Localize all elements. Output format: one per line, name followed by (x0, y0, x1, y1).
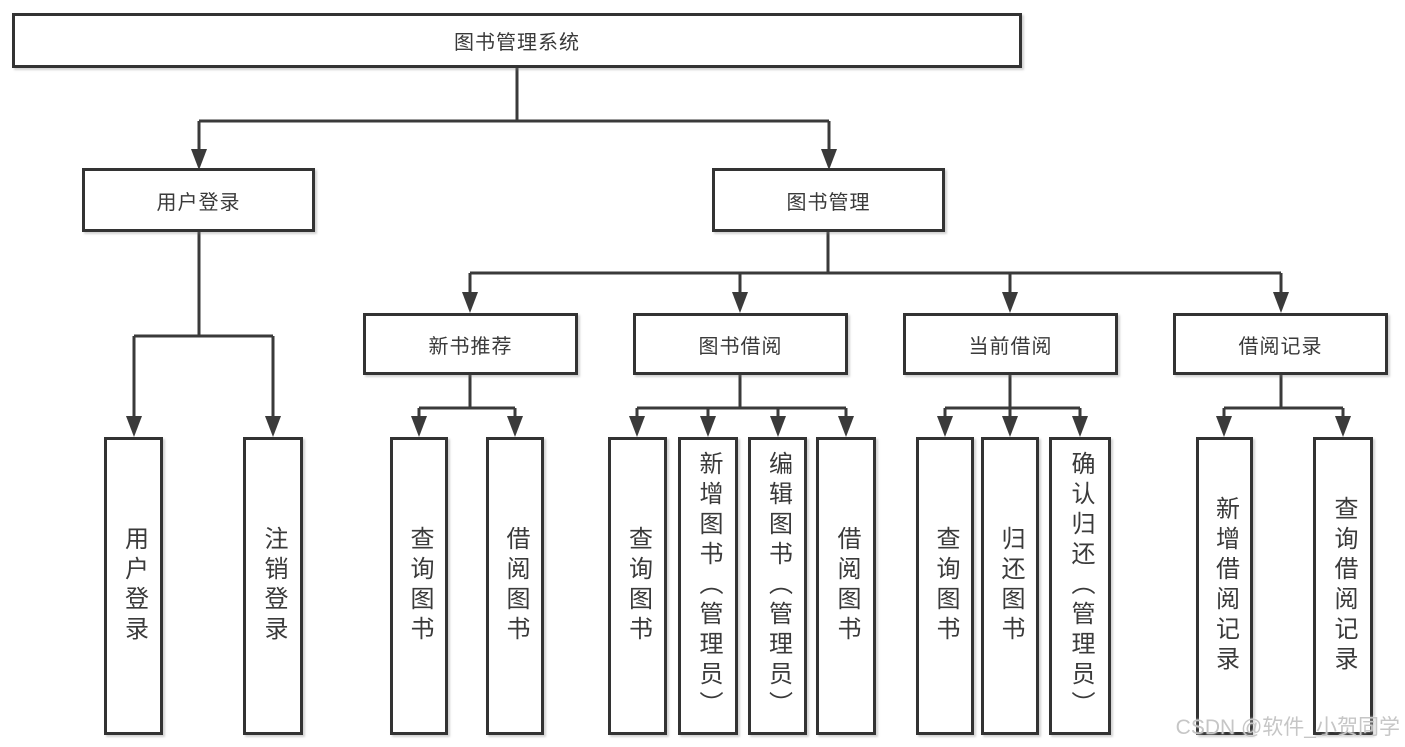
node-label: 图书管理 (786, 191, 871, 214)
leaf-query-books-2: 查询图书 (608, 437, 667, 735)
arrowhead-icon (1335, 416, 1351, 437)
node-book-borrowing: 图书借阅 (633, 313, 848, 375)
arrowhead-icon (507, 416, 523, 437)
arrowhead-icon (700, 416, 716, 437)
arrowhead-icon (1273, 292, 1289, 313)
arrowhead-icon (1072, 416, 1088, 437)
leaf-label: 查询借阅记录 (1330, 496, 1357, 676)
leaf-user-login: 用户登录 (104, 437, 163, 735)
arrowhead-icon (838, 416, 854, 437)
node-label: 借阅记录 (1238, 335, 1323, 358)
leaf-label: 查询图书 (932, 526, 959, 646)
arrowhead-group (126, 149, 1351, 437)
arrowhead-icon (770, 416, 786, 437)
arrowhead-icon (732, 292, 748, 313)
leaf-edit-book-admin: 编辑图书（管理员） (748, 437, 807, 735)
node-label: 图书借阅 (698, 335, 783, 358)
node-label: 用户登录 (156, 191, 241, 214)
arrowhead-icon (1002, 292, 1018, 313)
leaf-query-books-3: 查询图书 (916, 437, 974, 735)
node-new-book-recommend: 新书推荐 (363, 313, 578, 375)
arrowhead-icon (1216, 416, 1232, 437)
leaf-label: 新增图书（管理员） (695, 451, 722, 721)
leaf-label: 查询图书 (406, 526, 433, 646)
leaf-confirm-return-admin: 确认归还（管理员） (1049, 437, 1111, 735)
arrowhead-icon (629, 416, 645, 437)
leaf-borrow-books-2: 借阅图书 (816, 437, 876, 735)
node-label: 当前借阅 (968, 335, 1053, 358)
node-label: 图书管理系统 (454, 32, 580, 54)
leaf-add-book-admin: 新增图书（管理员） (678, 437, 738, 735)
arrowhead-icon (937, 416, 953, 437)
leaf-label: 归还图书 (997, 526, 1024, 646)
leaf-label: 查询图书 (624, 526, 652, 646)
node-book-management: 图书管理 (712, 168, 945, 232)
arrowhead-icon (126, 416, 142, 437)
leaf-return-books: 归还图书 (981, 437, 1039, 735)
watermark: CSDN @软件_小贺同学 (1175, 716, 1400, 739)
leaf-label: 借阅图书 (833, 526, 860, 646)
leaf-borrow-books-1: 借阅图书 (486, 437, 544, 735)
leaf-label: 编辑图书（管理员） (764, 451, 792, 721)
leaf-label: 注销登录 (260, 526, 287, 646)
leaf-label: 用户登录 (120, 526, 148, 646)
arrowhead-icon (191, 149, 207, 170)
arrowhead-icon (462, 292, 478, 313)
node-root: 图书管理系统 (12, 13, 1022, 68)
node-label: 新书推荐 (428, 335, 513, 358)
leaf-label: 确认归还（管理员） (1067, 451, 1094, 721)
arrowhead-icon (411, 416, 427, 437)
arrowhead-icon (1002, 416, 1018, 437)
arrowhead-icon (265, 416, 281, 437)
leaf-query-borrow-record: 查询借阅记录 (1313, 437, 1373, 735)
node-borrowing-records: 借阅记录 (1173, 313, 1388, 375)
leaf-label: 借阅图书 (502, 526, 529, 646)
leaf-query-books-1: 查询图书 (390, 437, 448, 735)
leaf-label: 新增借阅记录 (1211, 496, 1239, 676)
node-user-login: 用户登录 (82, 168, 315, 232)
leaf-add-borrow-record: 新增借阅记录 (1196, 437, 1253, 735)
leaf-logout: 注销登录 (243, 437, 303, 735)
node-current-borrowing: 当前借阅 (903, 313, 1118, 375)
arrowhead-icon (821, 149, 837, 170)
